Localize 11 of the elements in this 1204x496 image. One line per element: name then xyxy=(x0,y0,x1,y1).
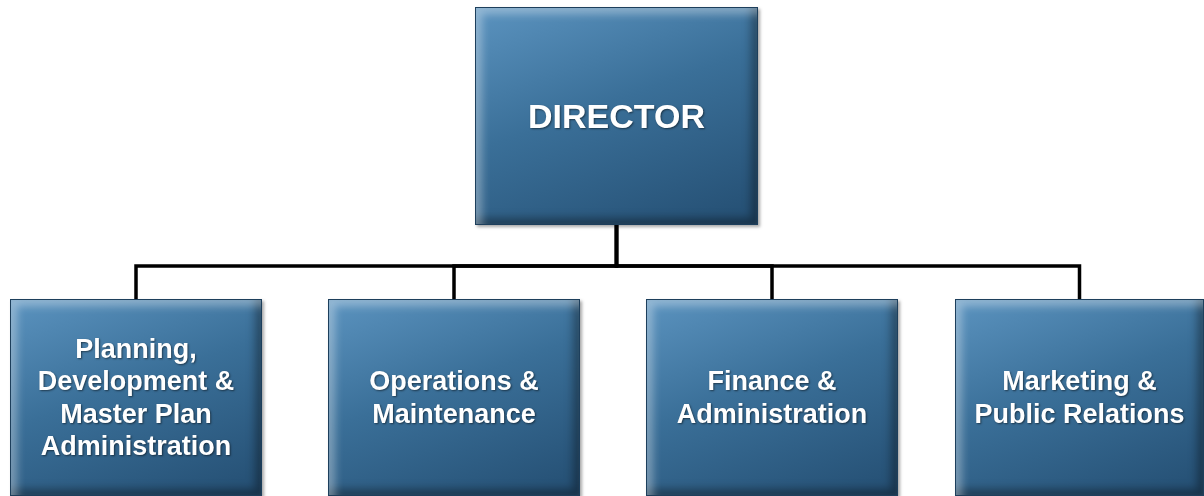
connector-line xyxy=(614,225,1082,299)
department-box xyxy=(955,299,1204,496)
box-label: Operations & Maintenance xyxy=(368,365,540,430)
box-label: Planning, Development & Master Plan Administration xyxy=(36,332,236,463)
department-box xyxy=(10,299,262,496)
department-box xyxy=(328,299,580,496)
director-box xyxy=(475,7,758,225)
box-label: Finance & Administration xyxy=(675,365,869,430)
box-label: Marketing & Public Relations xyxy=(973,365,1186,430)
department-box xyxy=(646,299,898,496)
box-label: DIRECTOR xyxy=(527,95,706,137)
